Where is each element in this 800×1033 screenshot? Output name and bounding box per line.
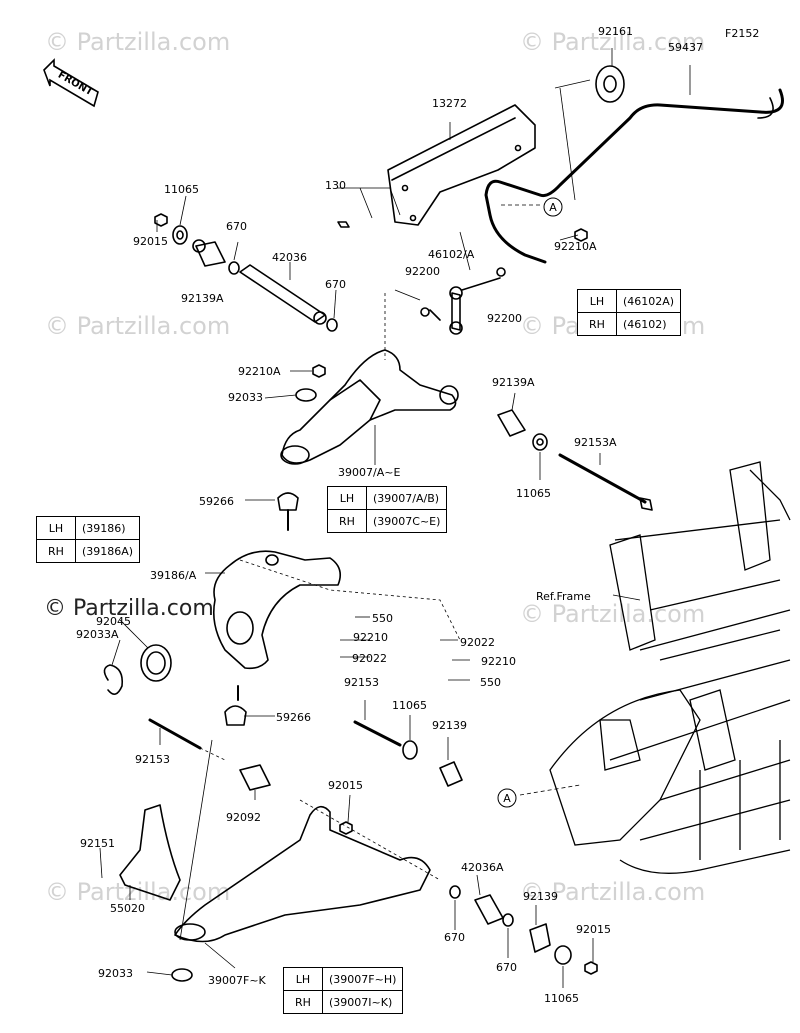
watermark: © Partzilla.com (45, 878, 231, 906)
collar-42036 (239, 264, 326, 323)
part-label[interactable]: 670 (444, 931, 465, 944)
part-label[interactable]: 92015 (133, 235, 168, 248)
table-part: (39007F~H) (321, 967, 404, 991)
part-label[interactable]: 130 (325, 179, 346, 192)
part-label[interactable]: 92200 (487, 312, 522, 325)
table-part: (46102) (615, 312, 682, 336)
watermark: © Partzilla.com (45, 312, 231, 340)
watermark: © Partzilla.com (520, 878, 706, 906)
part-label[interactable]: 42036A (461, 861, 504, 874)
part-label[interactable]: 11065 (516, 487, 551, 500)
part-label[interactable]: 92153A (574, 436, 617, 449)
part-label[interactable]: 92092 (226, 811, 261, 824)
part-label[interactable]: 92153 (135, 753, 170, 766)
table-part: (39186A) (74, 539, 141, 563)
part-label[interactable]: 55020 (110, 902, 145, 915)
part-label[interactable]: 11065 (544, 992, 579, 1005)
ref-frame-label: Ref.Frame (536, 590, 591, 603)
diagram-code: F2152 (725, 27, 760, 40)
bracket-13272 (387, 104, 536, 226)
table-side: RH (327, 509, 367, 533)
part-label[interactable]: 39007F~K (208, 974, 266, 987)
part-label[interactable]: 92033A (76, 628, 119, 641)
table-side: RH (577, 312, 617, 336)
table-knuckle: LH(39186) RH(39186A) (36, 516, 141, 563)
part-label[interactable]: 59266 (199, 495, 234, 508)
table-side: LH (283, 967, 323, 991)
table-part: (39186) (74, 516, 141, 540)
part-label[interactable]: 670 (496, 961, 517, 974)
part-label[interactable]: 92033 (228, 391, 263, 404)
guard-55020 (119, 804, 181, 901)
part-label[interactable]: 11065 (392, 699, 427, 712)
table-side: LH (577, 289, 617, 313)
part-label[interactable]: 92139 (523, 890, 558, 903)
part-label[interactable]: 39186/A (150, 569, 197, 582)
table-part: (39007/A/B) (365, 486, 448, 510)
table-part: (39007C~E) (365, 509, 448, 533)
part-label[interactable]: 92022 (352, 652, 387, 665)
knuckle-39186 (212, 550, 341, 670)
table-side: LH (36, 516, 76, 540)
link-46102 (451, 292, 461, 331)
part-label[interactable]: 92210A (238, 365, 281, 378)
part-label[interactable]: 92210 (353, 631, 388, 644)
part-label[interactable]: 92015 (328, 779, 363, 792)
part-label[interactable]: 92022 (460, 636, 495, 649)
part-label[interactable]: 92015 (576, 923, 611, 936)
lower-a-arm (174, 805, 431, 943)
table-stabilizer-link: LH(46102A) RH(46102) (577, 289, 682, 336)
frame (549, 461, 791, 874)
part-label[interactable]: 46102/A (428, 248, 475, 261)
bushing-92161 (595, 65, 625, 103)
watermark-dark: © Partzilla.com (44, 596, 214, 621)
table-part: (46102A) (615, 289, 682, 313)
part-label[interactable]: 92210A (554, 240, 597, 253)
table-side: RH (36, 539, 76, 563)
part-label[interactable]: 59437 (668, 41, 703, 54)
table-side: LH (327, 486, 367, 510)
table-side: RH (283, 990, 323, 1014)
part-label[interactable]: 550 (480, 676, 501, 689)
part-label[interactable]: 92139A (181, 292, 224, 305)
part-label[interactable]: 92139 (432, 719, 467, 732)
part-label[interactable]: 11065 (164, 183, 199, 196)
part-label[interactable]: 59266 (276, 711, 311, 724)
part-label[interactable]: 39007/A~E (338, 466, 401, 479)
table-upper-arm: LH(39007/A/B) RH(39007C~E) (327, 486, 448, 533)
upper-a-arm (281, 349, 457, 464)
callout-a: A (503, 792, 511, 805)
part-label[interactable]: 92033 (98, 967, 133, 980)
part-label[interactable]: 92200 (405, 265, 440, 278)
part-label[interactable]: 92045 (96, 615, 131, 628)
part-label[interactable]: 42036 (272, 251, 307, 264)
stabilizer-bar (484, 88, 784, 264)
front-arrow-icon: FRONT (43, 58, 99, 108)
callout-a: A (549, 201, 557, 214)
part-label[interactable]: 13272 (432, 97, 467, 110)
watermark: © Partzilla.com (520, 28, 706, 56)
part-label[interactable]: 92139A (492, 376, 535, 389)
part-label[interactable]: 92161 (598, 25, 633, 38)
part-label[interactable]: 92151 (80, 837, 115, 850)
part-label[interactable]: 92153 (344, 676, 379, 689)
part-label[interactable]: 92210 (481, 655, 516, 668)
part-label[interactable]: 670 (325, 278, 346, 291)
table-lower-arm: LH(39007F~H) RH(39007I~K) (283, 967, 404, 1014)
table-part: (39007I~K) (321, 990, 404, 1014)
watermark: © Partzilla.com (45, 28, 231, 56)
part-label[interactable]: 670 (226, 220, 247, 233)
part-label[interactable]: 550 (372, 612, 393, 625)
